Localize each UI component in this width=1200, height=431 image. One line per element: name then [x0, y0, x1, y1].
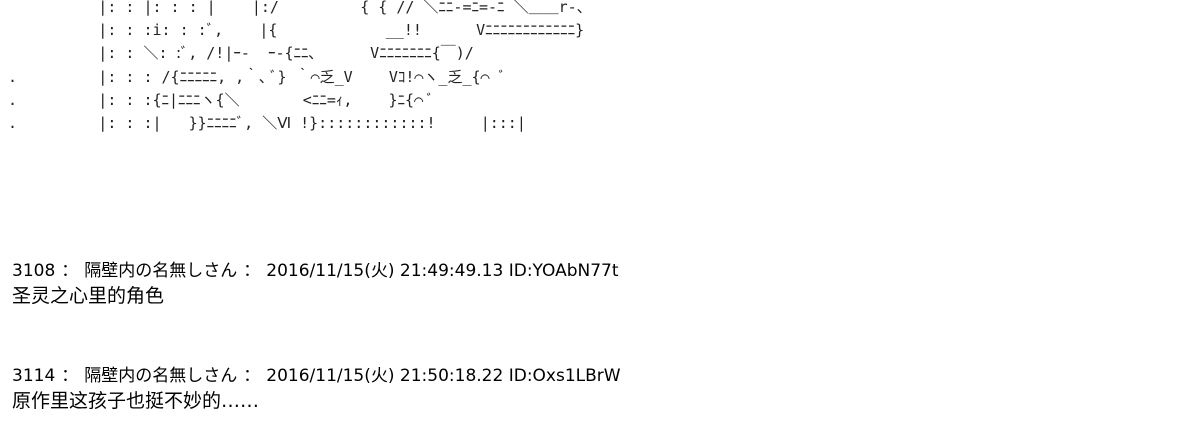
post-3108: 3108：隔壁内の名無しさん：2016/11/15(火) 21:49:49.13… — [12, 259, 619, 310]
poster-name: 隔壁内の名無しさん — [84, 366, 238, 386]
post-datetime: 2016/11/15(火) 21:49:49.13 — [266, 261, 504, 281]
ascii-art-line: |: : ＼: :ﾞ, /!|ｰ- ｰ-{ﾆﾆ､ Vﾆﾆﾆﾆﾆﾆﾆ{￣)/ — [8, 44, 474, 63]
post-3114: 3114：隔壁内の名無しさん：2016/11/15(火) 21:50:18.22… — [12, 364, 621, 415]
ascii-art-line: . |: : :{ﾆ|ﾆﾆﾆヽ{＼ <ﾆﾆ=ｨ, }ﾆ{⌒ ﾞ — [8, 90, 434, 109]
ascii-art-line: |: : |: : : | |:/ { { // ＼ﾆﾆ-=ﾆ=-ﾆ ＼＿＿r-… — [8, 0, 592, 16]
post-body: 圣灵之心里的角色 — [12, 285, 165, 307]
poster-name: 隔壁内の名無しさん — [84, 261, 238, 281]
poster-id: ID:YOAbN77t — [508, 261, 619, 281]
post-header: 3114：隔壁内の名無しさん：2016/11/15(火) 21:50:18.22… — [12, 364, 621, 388]
ascii-art-line: . |: : :| }}ﾆﾆﾆﾆﾞ, ＼Ⅵ !}::::::::::::! |:… — [8, 114, 526, 133]
post-body: 原作里这孩子也挺不妙的…… — [12, 390, 260, 412]
post-separator: ： — [243, 366, 261, 386]
poster-id: ID:Oxs1LBrW — [508, 366, 621, 386]
post-separator: ： — [61, 366, 79, 386]
post-header: 3108：隔壁内の名無しさん：2016/11/15(火) 21:49:49.13… — [12, 259, 619, 283]
post-separator: ： — [61, 261, 79, 281]
post-separator: ： — [243, 261, 261, 281]
post-number: 3114 — [12, 366, 56, 386]
ascii-art-block: |: : |: : : | |:/ { { // ＼ﾆﾆ-=ﾆ=-ﾆ ＼＿＿r-… — [8, 0, 592, 135]
ascii-art-line: . |: : : /{ﾆﾆﾆﾆﾆ, ,｀､ ﾞ} ｀⌒乏_V Vｺ!⌒ヽ_乏_{… — [8, 67, 507, 86]
post-datetime: 2016/11/15(火) 21:50:18.22 — [266, 366, 504, 386]
ascii-art-line: |: : :i: : :ﾞ, |{ __!! Vﾆﾆﾆﾆﾆﾆﾆﾆﾆﾆﾆﾆ} — [8, 21, 585, 40]
post-number: 3108 — [12, 261, 56, 281]
